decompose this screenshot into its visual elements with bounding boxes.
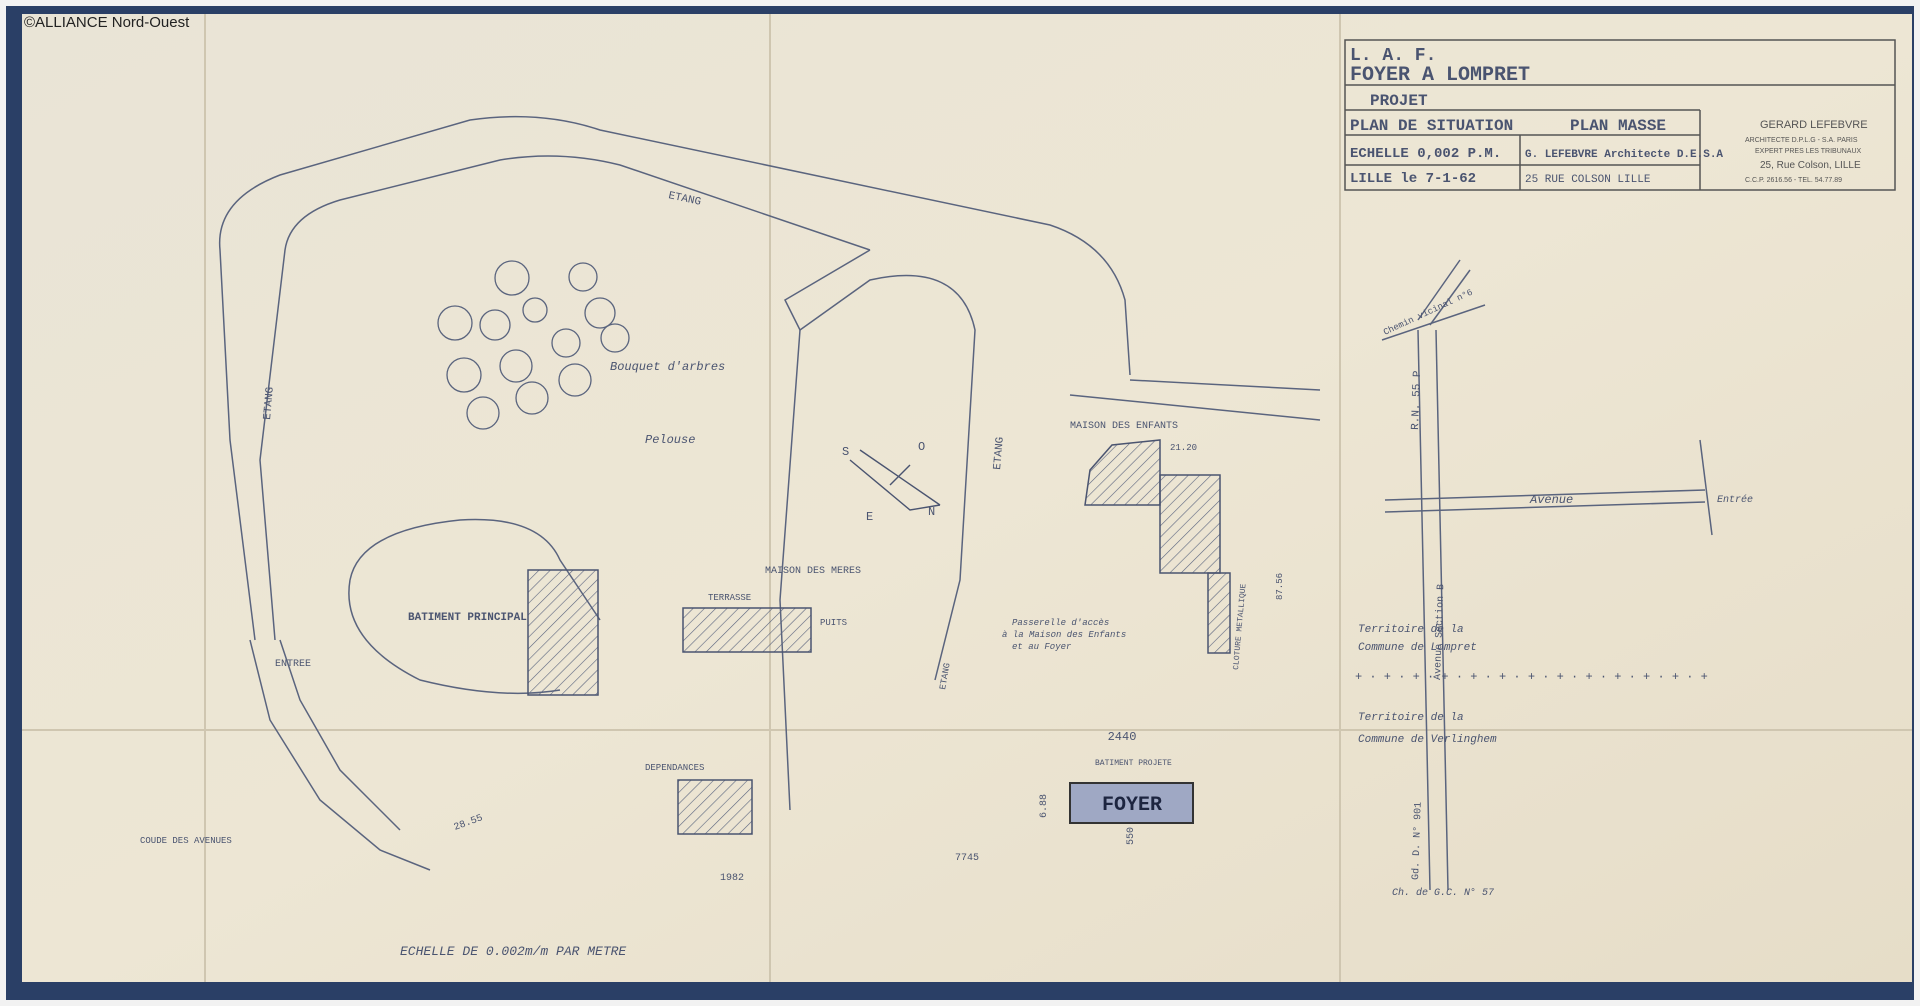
label-entree: ENTREE [275,659,311,670]
svg-text:ARCHITECTE D.P.L.G - S.A. PARI: ARCHITECTE D.P.L.G - S.A. PARIS [1745,137,1858,144]
loc-route: R.N. 55 P [1410,370,1424,430]
buildings [527,439,1231,835]
loc-entree: Entrée [1717,494,1753,506]
batiment-principal-shape [527,569,599,696]
svg-text:EXPERT PRES LES TRIBUNAUX: EXPERT PRES LES TRIBUNAUX [1755,148,1862,155]
loc-section: Avenue Section B [1432,584,1447,680]
label-maison-meres: MAISON DES MERES [765,566,861,577]
label-terrasse: TERRASSE [708,593,751,603]
loc-territoire-2a: Territoire de la [1358,712,1464,724]
title-line5a: ECHELLE 0,002 P.M. [1350,146,1501,162]
title-line1: L. A. F. [1350,46,1436,66]
label-etang-left: ETANG [262,386,277,420]
compass-rose [849,449,941,511]
svg-text:+ · + · + · + · + · + · + · +: + · + · + · + · + · + · + · + · + · + · … [1355,670,1708,684]
title-line6a: LILLE le 7-1-62 [1350,171,1476,187]
paper-sheet [22,14,1912,982]
dim-2120: 21.20 [1170,443,1197,453]
loc-territoire-1b: Commune de Lompret [1358,642,1477,654]
label-passerelle-3: et au Foyer [1012,642,1072,652]
loc-gc: Gd. D. N° 901 [1410,802,1425,880]
dependances-shape [677,779,753,835]
label-foyer: FOYER [1102,794,1162,817]
title-block [1344,39,1896,191]
title-line5b: G. LEFEBVRE Architecte D.E.S.A [1525,149,1723,161]
architect-stamp: GERARD LEFEBVRE ARCHITECTE D.P.L.G - S.A… [1745,119,1868,184]
label-batiment-principal: BATIMENT PRINCIPAL [408,612,527,624]
title-line4a: PLAN DE SITUATION [1350,117,1513,135]
pond-outline [218,115,1321,871]
svg-text:C.C.P. 2616.56 - TEL. 54.77.89: C.C.P. 2616.56 - TEL. 54.77.89 [1745,177,1842,184]
credit-watermark: ©ALLIANCE Nord-Ouest [24,14,190,31]
loc-territoire-2b: Commune de Verlinghem [1358,734,1497,746]
dim-8756: 87.56 [1275,573,1285,600]
dim-7745: 7745 [955,853,979,864]
label-passerelle-2: à la Maison des Enfants [1002,630,1126,640]
svg-text:25, Rue Colson, LILLE: 25, Rue Colson, LILLE [1760,160,1861,171]
label-etang-mid: ETANG [992,436,1007,470]
label-coude: COUDE DES AVENUES [140,836,232,846]
svg-text:GERARD LEFEBVRE: GERARD LEFEBVRE [1760,119,1868,131]
compass-n: N [928,505,935,519]
loc-avenue: Avenue [1529,493,1573,507]
compass-s: S [842,445,849,459]
title-line2: FOYER A LOMPRET [1350,64,1530,87]
label-batiment-projete: BATIMENT PROJETE [1095,759,1172,768]
foyer-shape [1069,782,1194,824]
label-passerelle-1: Passerelle d'accès [1012,618,1109,628]
title-line3: PROJET [1370,92,1428,110]
label-echelle: ECHELLE DE 0.002m/m PAR METRE [400,944,626,959]
label-puits: PUITS [820,618,847,628]
fold-lines [22,14,1912,982]
compass-o: O [918,440,925,454]
dim-1982: 1982 [720,873,744,884]
dim-688: 6.88 [1039,794,1050,818]
label-pelouse: Pelouse [645,433,695,447]
compass-e: E [866,510,873,524]
location-map-roads [1381,259,1713,891]
title-line4b: PLAN MASSE [1570,117,1666,135]
terrasse-shape [682,607,812,653]
label-dependances: DEPENDANCES [645,763,704,773]
dim-2440: 2440 [1108,730,1137,744]
label-maison-enfants: MAISON DES ENFANTS [1070,421,1178,432]
label-bouquet: Bouquet d'arbres [610,360,725,374]
commune-boundary: + · + · + · + · + · + · + · + · + · + · … [1355,670,1708,684]
dim-550: 550 [1126,827,1137,845]
label-etang-small: ETANG [938,662,953,690]
tree-cluster [437,260,630,430]
loc-territoire-1a: Territoire de la [1358,624,1464,636]
loc-chemin-gc: Ch. de G.C. N° 57 [1392,887,1494,899]
title-line6b: 25 RUE COLSON LILLE [1525,174,1651,186]
